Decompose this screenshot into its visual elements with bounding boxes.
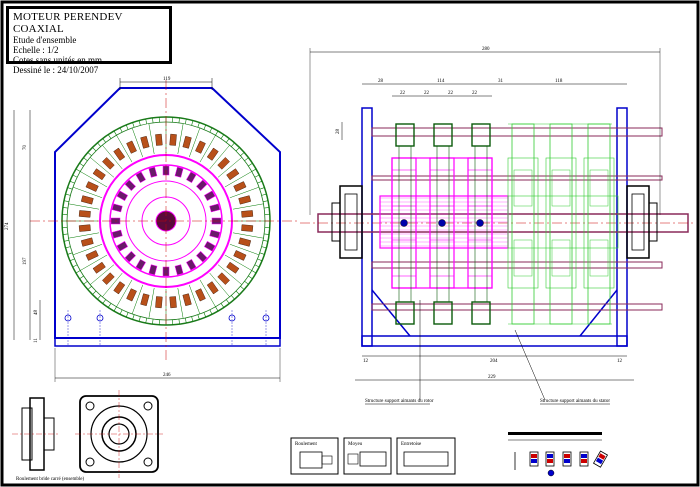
drawing-scale: Echelle : 1/2 (13, 45, 59, 55)
dim-front-left-a: 70 (23, 145, 28, 151)
dim-side-c: 31 (498, 79, 504, 84)
dim-side-rod: 28 (336, 129, 341, 135)
title-block: MOTEUR PERENDEV COAXIAL Etude d'ensemble… (6, 6, 172, 75)
detail-box-1 (290, 437, 339, 475)
right-bearing (626, 185, 658, 259)
dim-side-gap4: 22 (472, 91, 478, 96)
rotor-magnets (110, 165, 222, 277)
rotor-assembly (379, 123, 509, 325)
detail-box-3 (396, 437, 456, 475)
drawing-title: MOTEUR PERENDEV COAXIAL (13, 11, 123, 35)
side-base-plate (361, 335, 628, 347)
dim-front-left-b: 197 (23, 257, 28, 265)
dim-front-height: 274 (5, 222, 10, 230)
side-left-plate (361, 107, 373, 347)
detail-box-2 (343, 437, 392, 475)
stator-ticks (62, 117, 270, 325)
detail-boxes: Roulement Moyeu Entretoise (290, 437, 456, 475)
bearing-caption: Roulement bride carré (ensemble) (16, 477, 84, 482)
left-bearing (331, 185, 363, 259)
dim-side-b: 114 (437, 79, 445, 84)
bearing-detail: Roulement bride carré (ensemble) (12, 390, 163, 482)
side-tie-rods (371, 127, 663, 311)
dim-front-bottom: 246 (163, 373, 171, 378)
dim-side-total: 280 (482, 47, 490, 52)
detail-box-3-label: Entretoise (401, 442, 422, 447)
dim-side-gap2: 22 (424, 91, 430, 96)
front-base (54, 337, 281, 347)
callout-stator-support: Structure support aimants du stator (540, 399, 610, 404)
dim-front-left-c: 48 (34, 310, 39, 316)
callout-rotor-support: Structure support aimants du rotor (365, 399, 434, 404)
front-view: 119 274 70 197 48 11 246 (5, 77, 300, 382)
dim-side-gap1: 22 (400, 91, 406, 96)
front-base-holes (64, 310, 270, 346)
drawing-units: Cotes sans unités en mm (13, 55, 102, 65)
magnet-detail (508, 432, 609, 477)
drawing-subtitle: Etude d'ensemble (13, 35, 77, 45)
dim-side-a: 28 (378, 79, 384, 84)
dim-front-top: 119 (163, 77, 171, 82)
dim-side-bottom-c: 12 (617, 359, 623, 364)
drawing-date: Dessiné le : 24/10/2007 (13, 65, 99, 75)
side-view: 280 28 114 31 118 22 22 22 22 28 12 204 … (300, 47, 695, 405)
dim-side-d: 118 (555, 79, 563, 84)
dim-side-gap3: 22 (448, 91, 454, 96)
stator-assembly (507, 123, 619, 325)
dim-side-bottom-b: 204 (490, 359, 498, 364)
dim-side-overall: 229 (488, 375, 496, 380)
dim-front-left-d: 11 (34, 338, 39, 343)
detail-box-2-label: Moyeu (348, 442, 363, 447)
dim-side-bottom-a: 12 (363, 359, 369, 364)
detail-box-1-label: Roulement (295, 442, 318, 447)
